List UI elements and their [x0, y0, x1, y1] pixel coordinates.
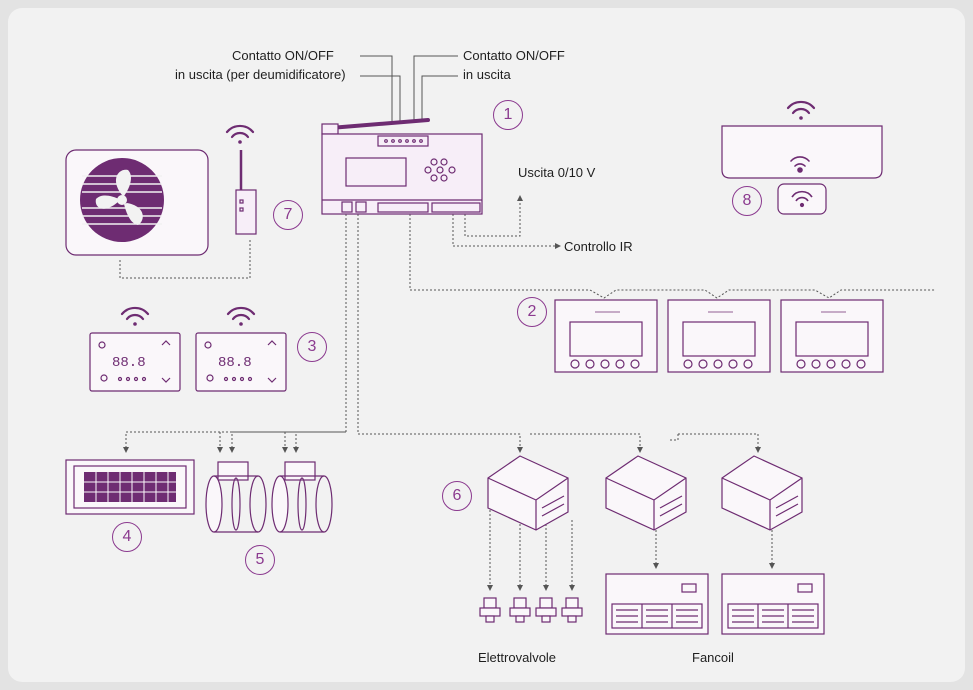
svg-text:88.8: 88.8	[218, 355, 252, 371]
outdoor-unit	[65, 149, 209, 256]
solenoid-valves	[479, 597, 583, 623]
dashed-connections	[119, 195, 935, 591]
badge-1: 1	[493, 100, 523, 130]
zone-thermostat-1	[554, 299, 658, 373]
badge-7: 7	[273, 200, 303, 230]
wall-thermostat-2: 88.8	[195, 332, 287, 392]
indoor-unit	[721, 125, 883, 179]
main-controller	[321, 118, 483, 215]
wifi-icon	[120, 306, 150, 326]
wifi-icon	[226, 306, 256, 326]
actuator-1	[487, 455, 569, 531]
wifi-icon	[225, 124, 255, 144]
fan-icon	[95, 169, 143, 225]
svg-text:88.8: 88.8	[112, 355, 146, 371]
fancoil-2	[721, 573, 825, 635]
fancoil-label: Fancoil	[692, 650, 734, 665]
zone-thermostat-3	[780, 299, 884, 373]
actuator-2	[605, 455, 687, 531]
fancoil-1	[605, 573, 709, 635]
wifi-icon	[786, 100, 816, 120]
air-grille	[65, 459, 195, 515]
wifi-module	[235, 150, 257, 235]
damper-2	[271, 461, 333, 533]
ir-receiver	[777, 183, 827, 215]
contact-right-line1: Contatto ON/OFF	[463, 48, 565, 63]
zone-thermostat-2	[667, 299, 771, 373]
ir-control-label: Controllo IR	[564, 239, 633, 254]
badge-4: 4	[112, 522, 142, 552]
badge-3: 3	[297, 332, 327, 362]
connection-lines	[360, 55, 458, 122]
output-010v-label: Uscita 0/10 V	[518, 165, 596, 180]
actuator-3	[721, 455, 803, 531]
ir-sensor-icon	[790, 156, 810, 173]
badge-2: 2	[517, 297, 547, 327]
contact-left-line2: in uscita (per deumidificatore)	[175, 67, 346, 82]
badge-8: 8	[732, 186, 762, 216]
contact-right-line2: in uscita	[463, 67, 511, 82]
wall-thermostat-1: 88.8	[89, 332, 181, 392]
badge-6: 6	[442, 481, 472, 511]
contact-left-line1: Contatto ON/OFF	[232, 48, 334, 63]
valves-label: Elettrovalvole	[478, 650, 557, 665]
badge-5: 5	[245, 545, 275, 575]
damper-1	[205, 461, 267, 533]
